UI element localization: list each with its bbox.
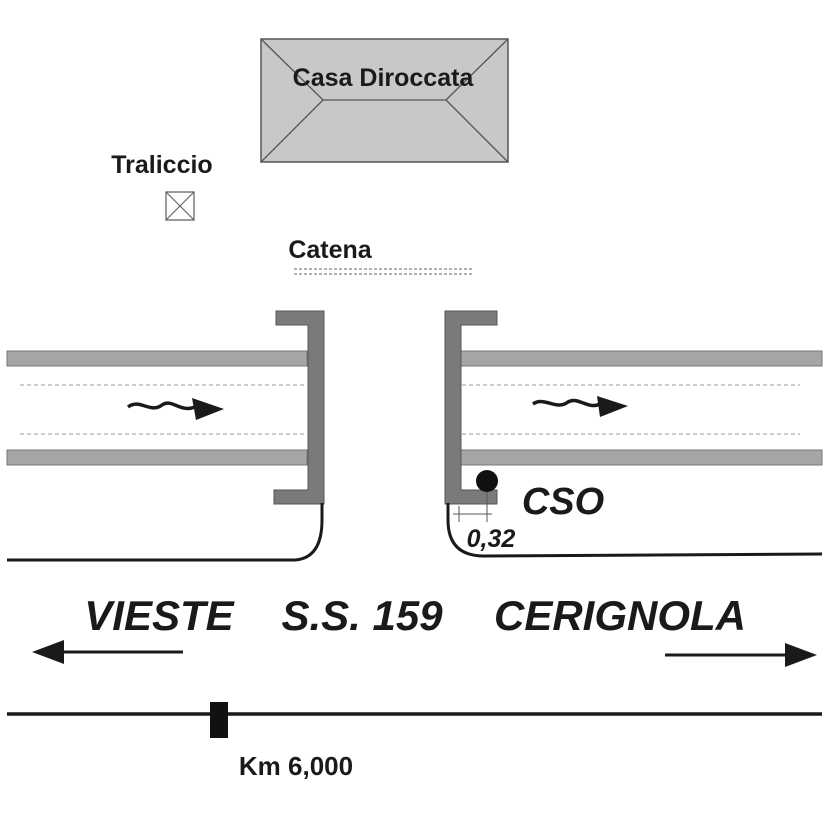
right-road-section: [444, 310, 823, 505]
house-label: Casa Diroccata: [293, 64, 475, 92]
chain-line: [294, 268, 472, 275]
chain-label: Catena: [288, 236, 372, 264]
arrow-right-icon: [665, 643, 817, 667]
arrow-left-icon: [32, 640, 183, 664]
flow-arrow-right-icon: [532, 396, 628, 417]
km-label: Km 6,000: [239, 751, 353, 781]
left-road-edge: [7, 503, 324, 562]
right-road-edge: [446, 503, 823, 558]
left-road-section: [6, 310, 325, 505]
left-city-label: VIESTE: [84, 592, 235, 639]
flow-arrow-left-icon: [126, 398, 224, 420]
pylon-icon: [165, 191, 195, 221]
pylon-label: Traliccio: [111, 151, 212, 179]
right-city-label: CERIGNOLA: [494, 592, 746, 639]
road-name-label: S.S. 159: [281, 592, 443, 639]
ruined-house: Casa Diroccata: [260, 38, 509, 163]
cso-offset-label: 0,32: [467, 525, 516, 553]
cso-marker: [453, 470, 498, 522]
kilometre-line: [7, 702, 822, 738]
cso-label: CSO: [522, 481, 604, 523]
